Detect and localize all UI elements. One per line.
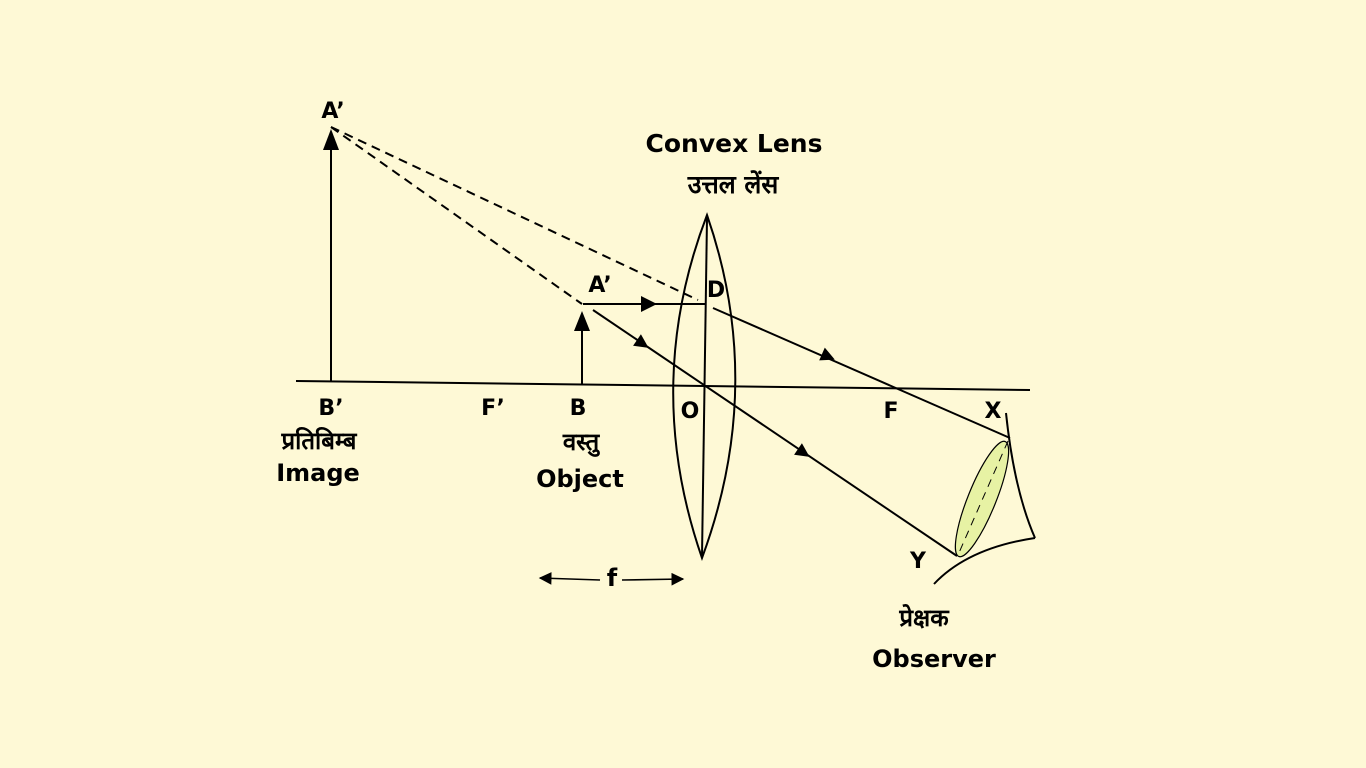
label-eye-bottom: Y: [909, 549, 927, 574]
label-focus-right: F: [883, 399, 898, 424]
label-image-top: A’: [321, 99, 344, 124]
label-image-hindi: प्रतिबिम्ब: [281, 427, 358, 455]
label-object-hindi: वस्तु: [562, 428, 601, 457]
label-observer-hindi: प्रेक्षक: [898, 604, 950, 632]
label-image-base: B’: [318, 396, 343, 421]
ray-refracted-arrowhead: [819, 347, 835, 361]
ray-center-arrowhead-2: [794, 443, 810, 457]
focal-length-arrow-left: [538, 571, 601, 585]
label-lens-point-d: D: [707, 278, 725, 303]
label-image-english: Image: [276, 459, 360, 487]
eyeball-outline-lower: [933, 537, 1036, 585]
label-focal-length: f: [607, 564, 618, 592]
lens-title-english: Convex Lens: [646, 129, 823, 158]
lens-title-hindi: उत्तल लेंस: [687, 170, 780, 199]
image-arrowhead: [323, 129, 339, 150]
ray-parallel-arrowhead: [641, 296, 657, 312]
lens-center-line: [701, 217, 708, 557]
focal-length-arrow-right: [621, 572, 685, 586]
virtual-ray-center: [330, 126, 583, 305]
eyeball-outline: [1005, 412, 1036, 539]
virtual-ray-parallel: [330, 126, 699, 301]
principal-axis: [295, 380, 1031, 391]
eye-lens-axis: [957, 440, 1009, 556]
label-optical-center: O: [681, 399, 700, 424]
label-object-english: Object: [536, 465, 624, 493]
label-focus-left: F’: [481, 396, 505, 421]
label-observer-english: Observer: [872, 645, 996, 673]
ray-center: [592, 309, 958, 557]
label-object-top: A’: [588, 273, 611, 298]
label-eye-top: X: [985, 399, 1002, 424]
label-object-base: B: [570, 396, 587, 421]
convex-lens: [672, 212, 737, 561]
ray-refracted: [712, 307, 1011, 439]
ray-center-arrowhead-1: [633, 334, 649, 348]
object-arrowhead: [574, 311, 590, 331]
